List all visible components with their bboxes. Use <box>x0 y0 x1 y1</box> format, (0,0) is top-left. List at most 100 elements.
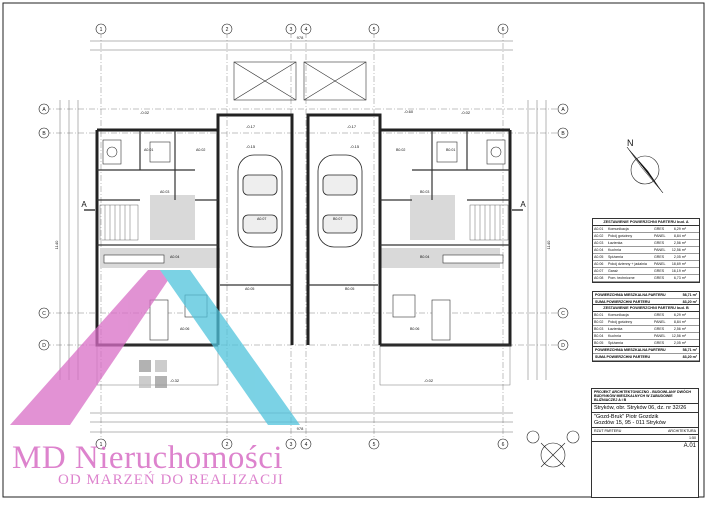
title-block: PROJEKT ARCHITEKTONICZNO - BUDOWLANY DWÓ… <box>591 388 699 498</box>
room-tag: B0.02 <box>396 148 405 152</box>
cell: A0.01 <box>594 227 604 231</box>
cell: 16,19 m² <box>671 269 686 273</box>
cell: 18,69 m² <box>671 262 686 266</box>
grid-label-left-b: B <box>42 131 46 137</box>
cell: B0.02 <box>594 320 604 324</box>
room-tag: A0.05 <box>245 287 254 291</box>
grid-label-left-d: D <box>42 343 46 349</box>
sum-value: 58,71 m² <box>682 348 697 352</box>
table-title: ZESTAWIENIE POWIERZCHNI PARTERU bud. B <box>593 305 699 312</box>
cell: Komunikacja <box>608 313 629 317</box>
room-tag: B0.03 <box>420 190 429 194</box>
cell: Łazienka <box>608 241 623 245</box>
sum-label: SUMA POWIERZCHNI PARTERU <box>595 300 651 304</box>
cell: GRES <box>654 313 665 317</box>
cell: 2,05 m² <box>673 341 686 345</box>
dim-bottom-total: 978 <box>297 426 304 431</box>
grid-label-right-c: C <box>561 311 565 317</box>
cell: GRES <box>654 276 665 280</box>
cell: A0.03 <box>594 241 604 245</box>
grid-label-top-4: 4 <box>305 27 308 33</box>
north-letter: N <box>627 138 634 148</box>
stairs <box>99 204 509 241</box>
cell: PANEL <box>654 320 666 324</box>
grid-label-top-5: 5 <box>373 27 376 33</box>
grid-label-right-a: A <box>561 107 565 113</box>
table-title: ZESTAWIENIE POWIERZCHNI PARTERU bud. A <box>593 219 699 226</box>
cell: A0.05 <box>594 255 604 259</box>
room-tag: B0.05 <box>345 287 354 291</box>
dimension-lines <box>59 40 547 433</box>
inner-walls <box>97 130 510 286</box>
cell: 8,84 m² <box>673 320 686 324</box>
cell: 8,84 m² <box>673 234 686 238</box>
cell: 2,56 m² <box>673 327 686 331</box>
cell: GRES <box>654 227 665 231</box>
room-tag: A0.07 <box>257 217 266 221</box>
level-mark: -0.17 <box>246 124 256 129</box>
room-tag: A0.03 <box>160 190 169 194</box>
investor-name: "Gozd-Bruk" Piotr Gozdzik <box>594 414 659 420</box>
dim-left-total: 1140 <box>54 240 59 249</box>
level-mark: -0.17 <box>347 124 357 129</box>
cell: A0.06 <box>594 262 604 266</box>
cell: Pokój gościnny <box>608 234 633 238</box>
grid-lines <box>45 32 562 440</box>
cell: PANEL <box>654 262 666 266</box>
grid-bubbles <box>38 23 569 450</box>
furniture <box>102 139 506 341</box>
watermark-logo <box>10 270 300 425</box>
cell: Pom. techniczne <box>608 276 635 280</box>
sum-value: 83,20 m² <box>682 300 697 304</box>
room-tag: B0.01 <box>446 148 455 152</box>
grid-label-left-c: C <box>42 311 46 317</box>
cell: Komunikacja <box>608 227 629 231</box>
grid-label-top-3: 3 <box>290 27 293 33</box>
section-mark-left: A <box>81 200 87 209</box>
section-mark-right: A <box>520 200 526 209</box>
grid-label-bottom-5: 5 <box>373 442 376 448</box>
level-mark: -0.15 <box>350 144 360 149</box>
grid-label-bottom-2: 2 <box>226 442 229 448</box>
watermark-brand: MD Nieruchomości <box>12 440 284 476</box>
project-title: PROJEKT ARCHITEKTONICZNO - BUDOWLANY DWÓ… <box>592 389 698 404</box>
cell: A0.04 <box>594 248 604 252</box>
room-tag: B0.07 <box>333 217 342 221</box>
drawing-scale: 1:50 <box>689 436 696 440</box>
level-mark: -0.02 <box>424 378 434 383</box>
cell: GRES <box>654 269 665 273</box>
dim-top-total: 978 <box>297 35 304 40</box>
cell: 6,29 m² <box>673 313 686 317</box>
car-left <box>237 154 283 248</box>
grid-label-bottom-6: 6 <box>502 442 505 448</box>
level-mark: -0.32 <box>170 378 180 383</box>
level-mark: -0.15 <box>246 144 256 149</box>
area-table-a: ZESTAWIENIE POWIERZCHNI PARTERU bud. A A… <box>592 218 700 283</box>
grid-label-bottom-1: 1 <box>100 442 103 448</box>
sum-value: 83,20 m² <box>682 355 697 359</box>
cell: Pokój gościnny <box>608 320 633 324</box>
cell: PANEL <box>654 248 666 252</box>
room-tag: A0.04 <box>170 255 179 259</box>
grid-label-left-a: A <box>42 107 46 113</box>
cell: B0.05 <box>594 341 604 345</box>
cell: 6,29 m² <box>673 227 686 231</box>
cell: GRES <box>654 255 665 259</box>
room-tag: A0.01 <box>144 148 153 152</box>
cell: Kuchnia <box>608 248 621 252</box>
cell: Kuchnia <box>608 334 621 338</box>
grid-label-right-b: B <box>561 131 565 137</box>
cell: Spiżarnia <box>608 341 623 345</box>
car-right <box>317 154 363 248</box>
